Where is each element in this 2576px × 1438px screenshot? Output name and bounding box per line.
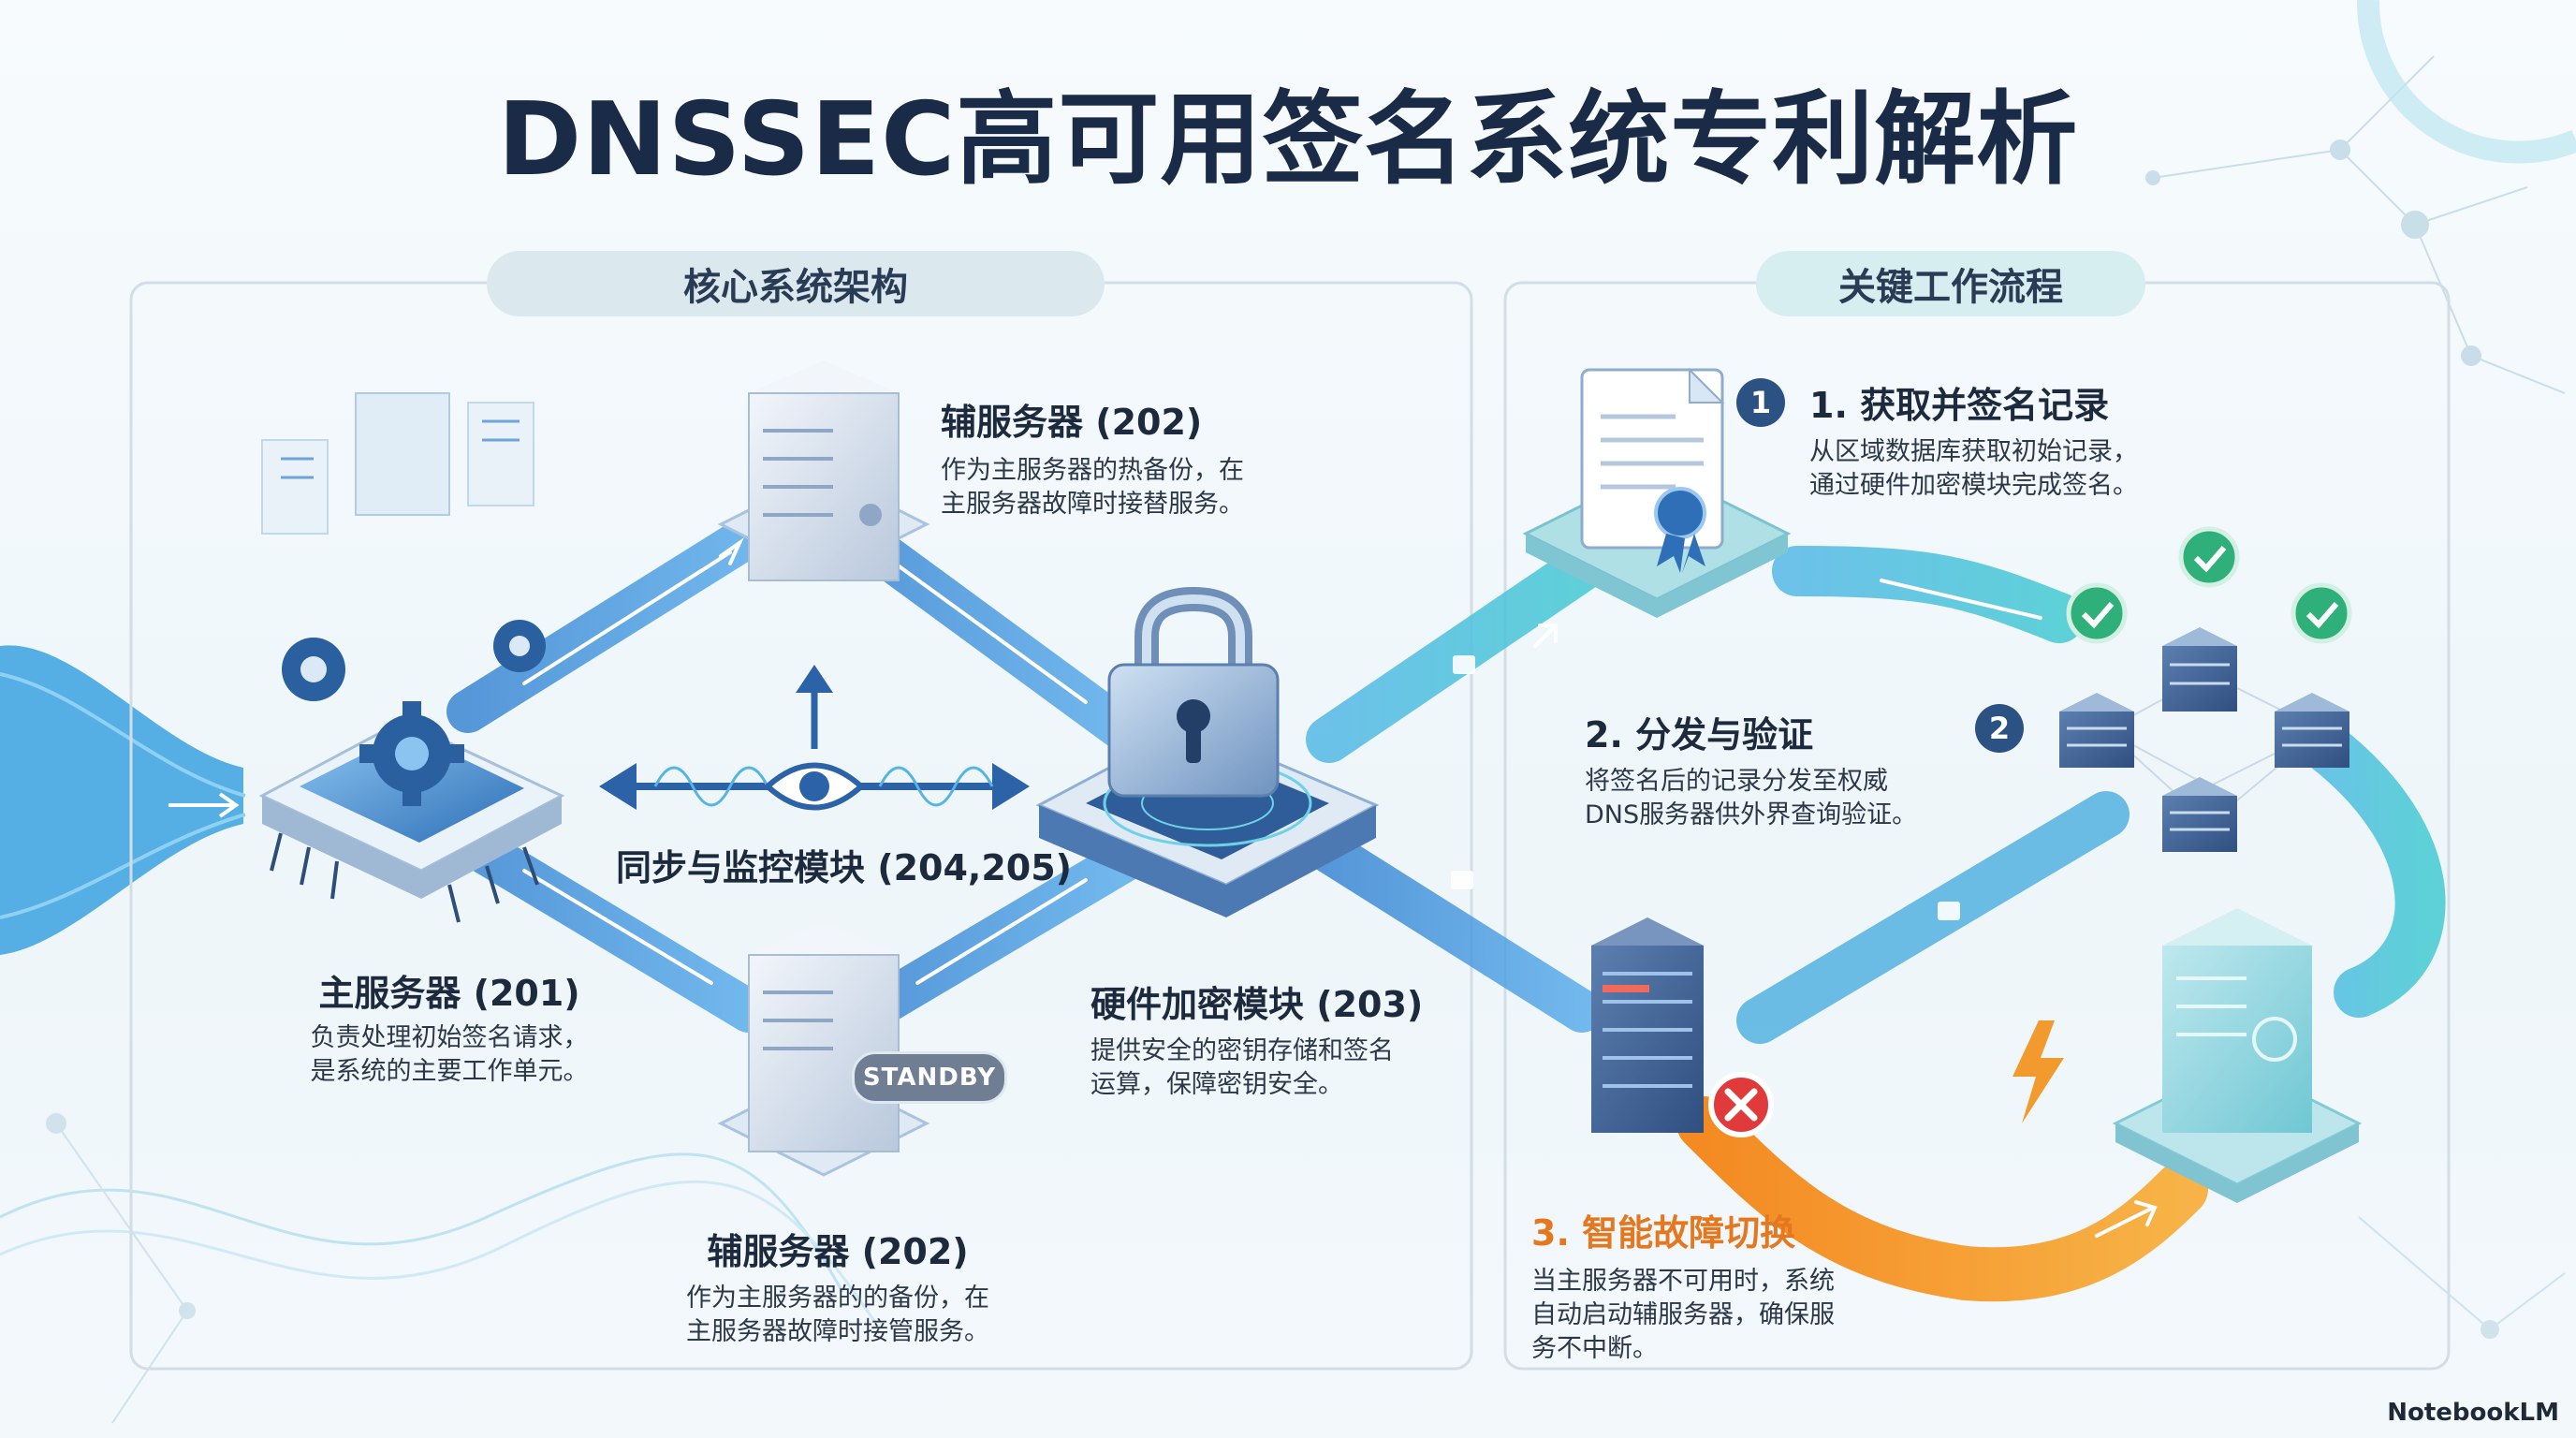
primary-server-label: 主服务器 (201) 负责处理初始签名请求， 是系统的主要工作单元。 xyxy=(276,964,622,1089)
hsm-desc: 提供安全的密钥存储和签名 运算，保障密钥安全。 xyxy=(1090,1034,1423,1102)
primary-server-desc: 负责处理初始签名请求， 是系统的主要工作单元。 xyxy=(276,1021,622,1089)
check-icon xyxy=(2293,585,2349,641)
check-icon xyxy=(2181,529,2237,585)
step-2-label: 2. 分发与验证 将签名后的记录分发至权威 DNS服务器供外界查询验证。 xyxy=(1585,706,1917,832)
sync-monitor-heading: 同步与监控模块 (204,205) xyxy=(616,839,1072,890)
secondary-bottom-heading: 辅服务器 (202) xyxy=(669,1223,1006,1274)
section-pill-workflow: 关键工作流程 xyxy=(1756,251,2145,316)
error-x-icon xyxy=(1711,1075,1771,1135)
lightning-icon xyxy=(2012,1020,2064,1123)
server-icon xyxy=(2115,908,2359,1203)
standby-badge: STANDBY xyxy=(852,1051,1007,1104)
step-3-desc: 当主服务器不可用时，系统 自动启动辅服务器，确保服 务不中断。 xyxy=(1531,1265,1835,1366)
gear-icon xyxy=(493,620,546,672)
brand-label: NotebookLM xyxy=(2387,1399,2559,1427)
step-number-1: 1 xyxy=(1736,378,1785,427)
section-pill-architecture: 核心系统架构 xyxy=(487,251,1105,316)
server-icon xyxy=(1591,917,1704,1133)
secondary-top-label: 辅服务器 (202) 作为主服务器的热备份，在 主服务器故障时接替服务。 xyxy=(941,393,1244,521)
step-3-label: 3. 智能故障切换 当主服务器不可用时，系统 自动启动辅服务器，确保服 务不中断… xyxy=(1531,1204,1835,1366)
server-icon xyxy=(721,922,927,1175)
check-icon xyxy=(2069,585,2125,641)
page-title: DNSSEC高可用签名系统专利解析 xyxy=(0,58,2576,204)
secondary-bottom-desc: 作为主服务器的的备份，在 主服务器故障时接管服务。 xyxy=(669,1282,1006,1349)
server-icon xyxy=(2059,693,2134,768)
step-number-2: 2 xyxy=(1975,704,2024,753)
primary-server-heading: 主服务器 (201) xyxy=(276,964,622,1016)
step-1-label: 1. 获取并签名记录 从区域数据库获取初始记录， 通过硬件加密模块完成签名。 xyxy=(1809,376,2138,503)
server-icon xyxy=(2162,777,2237,852)
lock-icon xyxy=(1109,599,1278,796)
hsm-heading: 硬件加密模块 (203) xyxy=(1090,976,1423,1027)
server-icon xyxy=(721,360,927,580)
server-icon xyxy=(2275,693,2349,768)
step-1-desc: 从区域数据库获取初始记录， 通过硬件加密模块完成签名。 xyxy=(1809,435,2138,503)
certificate-seal-icon xyxy=(1656,489,1705,573)
step-2-heading: 2. 分发与验证 xyxy=(1585,706,1917,757)
step-2-desc: 将签名后的记录分发至权威 DNS服务器供外界查询验证。 xyxy=(1585,765,1917,832)
hsm-label: 硬件加密模块 (203) 提供安全的密钥存储和签名 运算，保障密钥安全。 xyxy=(1090,976,1423,1102)
secondary-top-heading: 辅服务器 (202) xyxy=(941,393,1244,445)
step-3-heading: 3. 智能故障切换 xyxy=(1531,1204,1835,1255)
secondary-top-desc: 作为主服务器的热备份，在 主服务器故障时接替服务。 xyxy=(941,454,1244,521)
secondary-bottom-label: 辅服务器 (202) 作为主服务器的的备份，在 主服务器故障时接管服务。 xyxy=(669,1223,1006,1349)
step-1-heading: 1. 获取并签名记录 xyxy=(1809,376,2138,428)
gear-icon xyxy=(282,638,345,701)
server-icon xyxy=(2162,627,2237,712)
eye-icon xyxy=(768,766,861,808)
